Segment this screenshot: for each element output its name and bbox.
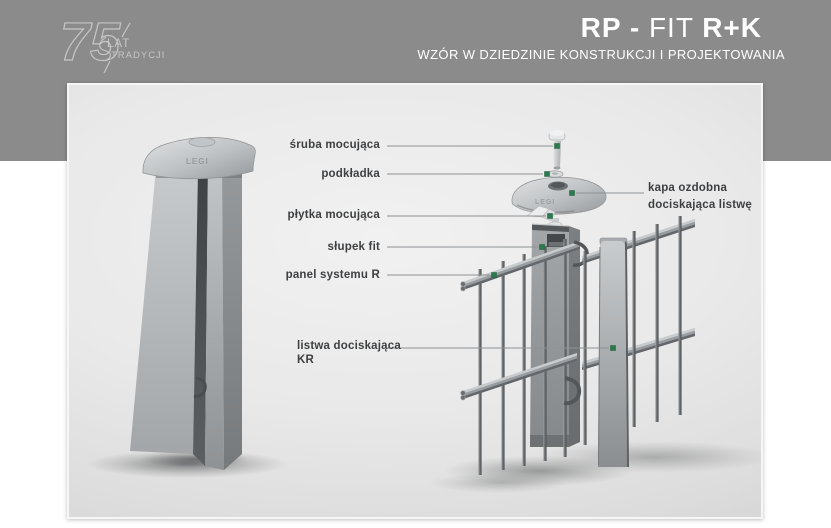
logo-lat: LAT (107, 38, 130, 50)
label-slupek-fit: słupek fit (327, 241, 380, 253)
post-strip (205, 168, 224, 470)
logo-slash-top-icon (121, 22, 131, 38)
post-cap (142, 137, 256, 180)
decorative-cap: LEGI (511, 176, 607, 215)
label-sruba-mocujaca: śruba mocująca (289, 139, 380, 151)
title-seg3: R+K (702, 12, 762, 43)
marker-kapa (569, 190, 575, 196)
diagram-artwork: LEGI LEGI (87, 130, 761, 493)
marker-sruba (554, 143, 560, 149)
part-markers (491, 143, 616, 351)
anniversary-logo: 75 LAT TRADYCJI (59, 11, 180, 85)
label-podkladka: podkładka (321, 168, 380, 180)
label-kapa-ozdobna: kapa ozdobna dociskająca listwę (648, 180, 752, 214)
rail-bottom-left (460, 353, 577, 401)
post-clip-hook (193, 376, 207, 398)
cap-embossed-text: LEGI (186, 157, 209, 166)
pressing-strip (598, 237, 629, 467)
marker-slupek (539, 244, 545, 250)
label-listwa-dociskajaca: listwa dociskająca KR (297, 339, 401, 367)
illustration-panel: LEGI LEGI (67, 83, 763, 519)
label-panel-systemu-r: panel systemu R (285, 269, 380, 281)
page-subtitle: WZÓR W DZIEDZINIE KONSTRUKCJI I PROJEKTO… (417, 47, 785, 63)
title-seg1: RP - (580, 12, 649, 43)
label-listwa-line1: listwa dociskająca (297, 340, 401, 352)
title-seg2: FIT (648, 12, 703, 43)
marker-plytka (547, 213, 553, 219)
title-block: RP - FIT R+K WZÓR W DZIEDZINIE KONSTRUKC… (417, 12, 785, 62)
cap2-embossed-text: LEGI (535, 199, 555, 206)
rail-hook-bottom (563, 376, 582, 406)
label-kapa-line2: dociskająca listwę (648, 199, 752, 211)
post-cap-disc (188, 137, 216, 147)
page-title: RP - FIT R+K (417, 12, 762, 44)
marker-podkladka (544, 171, 550, 177)
fence-bars-right (583, 216, 682, 445)
post-front-face (130, 168, 198, 454)
post-right-face (222, 168, 242, 470)
logo-tradycji: TRADYCJI (111, 50, 165, 61)
post-render: LEGI (130, 137, 256, 470)
label-plytka-mocujaca: płytka mocująca (287, 209, 380, 221)
rail-top-right (582, 219, 695, 264)
exploded-view: LEGI (511, 130, 607, 447)
logo-slash-bottom-icon (103, 60, 111, 74)
leader-lines (387, 145, 644, 349)
marker-panel-r (491, 272, 497, 278)
fit-post (530, 223, 580, 447)
label-listwa-line2: KR (297, 354, 315, 366)
logo-brace-decoration (99, 36, 111, 62)
marker-listwa (610, 345, 616, 351)
screw (548, 130, 566, 170)
logo-number: 75 (60, 13, 121, 72)
label-kapa-line1: kapa ozdobna (648, 182, 728, 194)
anniversary-logo-art: 75 LAT TRADYCJI (59, 11, 165, 74)
